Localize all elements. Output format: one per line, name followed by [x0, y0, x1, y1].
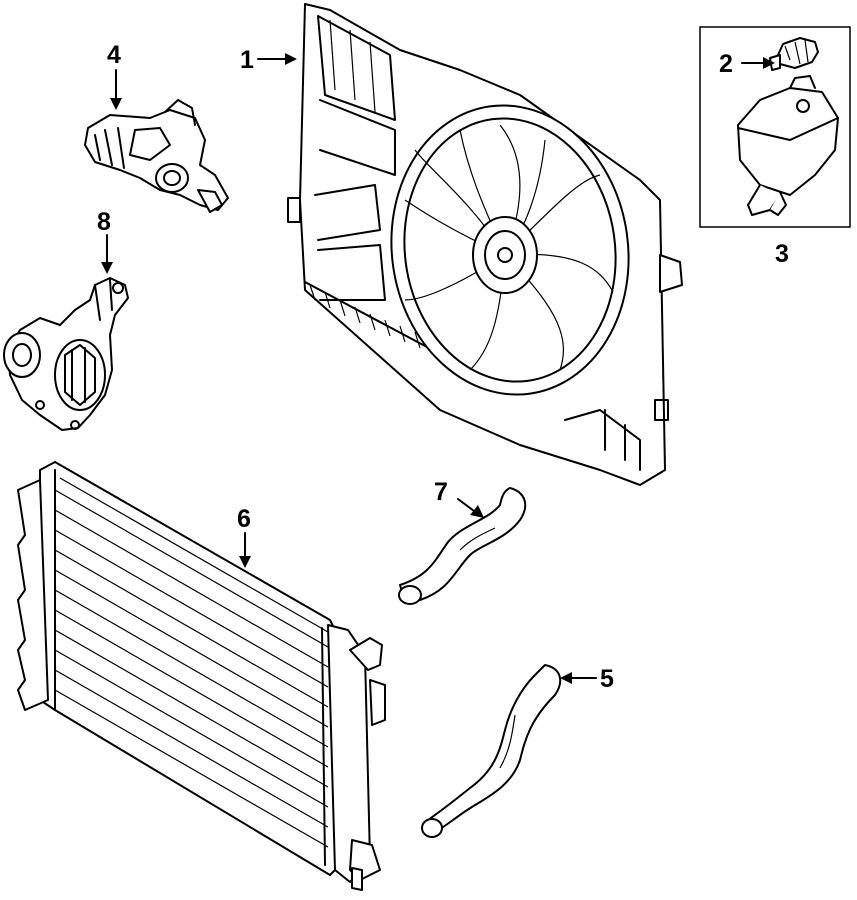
callout-8: 8 [97, 208, 111, 236]
reservoir-box [699, 26, 851, 228]
callout-5: 5 [600, 665, 614, 693]
leader-lines [101, 53, 775, 684]
callout-4: 4 [107, 41, 121, 69]
callout-7: 7 [434, 478, 448, 506]
callout-2: 2 [719, 50, 733, 78]
water-pump-icon [3, 277, 129, 431]
callout-3: 3 [775, 240, 789, 268]
callout-1: 1 [240, 46, 254, 74]
lower-radiator-hose-icon [421, 664, 562, 838]
cooling-fan-shroud-icon [287, 3, 683, 486]
coolant-reservoir-icon [737, 75, 839, 216]
reservoir-cap-icon [769, 37, 819, 71]
callout-6: 6 [237, 505, 251, 533]
radiator-icon [17, 461, 386, 891]
upper-radiator-hose-icon [398, 487, 527, 605]
thermostat-housing-icon [84, 99, 229, 213]
